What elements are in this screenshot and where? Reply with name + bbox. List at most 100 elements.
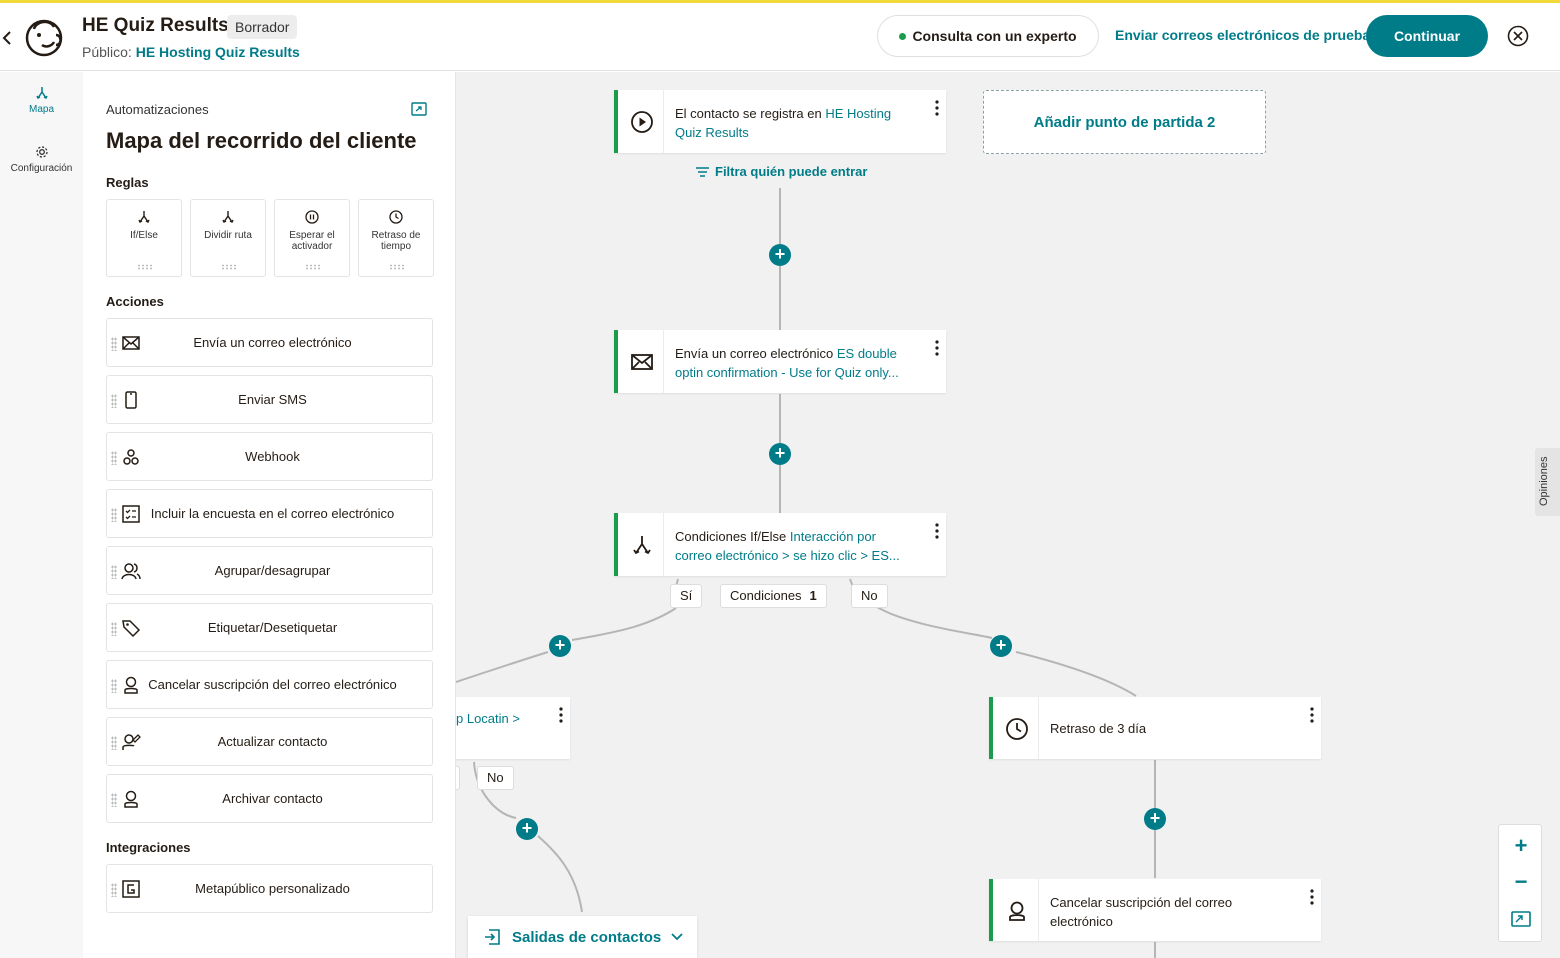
drag-handle-icon[interactable]	[111, 508, 117, 522]
expert-button[interactable]: Consulta con un experto	[877, 15, 1099, 57]
unsubscribe-card[interactable]: Cancelar suscripción del correo electrón…	[989, 879, 1321, 941]
rail-item-map[interactable]: Mapa	[0, 86, 83, 115]
action-label: Cancelar suscripción del correo electrón…	[148, 676, 397, 692]
drag-handle-icon[interactable]	[111, 394, 117, 408]
close-icon[interactable]	[1507, 25, 1529, 47]
condition-link[interactable]: p Locatin >	[456, 711, 520, 726]
rule-label: Retraso de tiempo	[371, 230, 421, 252]
ifelse-card[interactable]: Condiciones If/Else Interacción por corr…	[614, 513, 946, 576]
action-send-sms[interactable]: Enviar SMS	[106, 375, 433, 424]
rule-split-path[interactable]: Dividir ruta	[190, 199, 266, 277]
split-icon	[222, 211, 234, 223]
send-email-card[interactable]: Envía un correo electrónico ES double op…	[614, 330, 946, 393]
page-title: Mapa del recorrido del cliente	[106, 128, 417, 153]
filter-entry-link[interactable]: Filtra quién puede entrar	[696, 164, 867, 179]
drag-handle-icon[interactable]	[389, 264, 405, 270]
drag-handle-icon[interactable]	[111, 337, 117, 351]
nested-condition-card[interactable]: p Locatin >	[456, 697, 570, 759]
add-step-button[interactable]: +	[769, 443, 791, 465]
drag-handle-icon[interactable]	[221, 264, 237, 270]
rule-ifelse[interactable]: If/Else	[106, 199, 182, 277]
send-test-emails-link[interactable]: Enviar correos electrónicos de prueba	[1115, 27, 1371, 43]
action-archive-contact[interactable]: Archivar contacto	[106, 774, 433, 823]
condition-link[interactable]: Interacción por correo electrónico > se …	[675, 529, 900, 563]
rules-heading: Reglas	[106, 175, 149, 190]
action-tag[interactable]: Etiquetar/Desetiquetar	[106, 603, 433, 652]
mailchimp-logo-icon[interactable]	[22, 15, 66, 59]
add-step-button[interactable]: +	[769, 244, 791, 266]
conditions-label: Condiciones	[730, 588, 802, 603]
action-label: Envía un correo electrónico	[193, 334, 352, 350]
action-include-survey[interactable]: Incluir la encuesta en el correo electró…	[106, 489, 433, 538]
start-trigger-card[interactable]: El contacto se registra en HE Hosting Qu…	[614, 90, 946, 153]
rule-label: Esperar el activador	[289, 230, 335, 252]
integrations-heading: Integraciones	[106, 840, 191, 855]
card-text: El contacto se registra en HE Hosting Qu…	[675, 104, 916, 142]
add-step-button[interactable]: +	[516, 818, 538, 840]
action-group[interactable]: Agrupar/desagrupar	[106, 546, 433, 595]
more-options-icon[interactable]	[558, 707, 564, 723]
top-stripe	[0, 0, 1560, 3]
action-label: Archivar contacto	[222, 790, 323, 806]
drag-handle-icon[interactable]	[111, 622, 117, 636]
chevron-down-icon	[671, 933, 683, 941]
audience-label: Público:	[82, 44, 132, 60]
time-delay-card[interactable]: Retraso de 3 día	[989, 697, 1321, 759]
action-update-contact[interactable]: Actualizar contacto	[106, 717, 433, 766]
rule-wait-trigger[interactable]: Esperar el activador	[274, 199, 350, 277]
more-options-icon[interactable]	[1309, 707, 1315, 723]
drag-handle-icon[interactable]	[111, 565, 117, 579]
unsubscribe-icon	[1009, 901, 1025, 921]
collapse-panel-icon[interactable]	[411, 102, 427, 116]
unsubscribe-icon	[124, 676, 138, 694]
action-unsubscribe[interactable]: Cancelar suscripción del correo electrón…	[106, 660, 433, 709]
zoom-out-icon[interactable]: −	[1514, 869, 1528, 894]
audience-info: Público: HE Hosting Quiz Results	[82, 44, 300, 60]
filter-label: Filtra quién puede entrar	[715, 164, 868, 179]
tag-icon	[122, 620, 141, 638]
rail-item-settings[interactable]: Configuración	[0, 145, 83, 174]
breadcrumb[interactable]: Automatizaciones	[106, 102, 209, 117]
add-step-button[interactable]: +	[990, 635, 1012, 657]
zoom-in-icon[interactable]: +	[1514, 833, 1528, 858]
add-step-button[interactable]: +	[1144, 808, 1166, 830]
rule-time-delay[interactable]: Retraso de tiempo	[358, 199, 434, 277]
continue-button[interactable]: Continuar	[1366, 15, 1488, 57]
drag-handle-icon[interactable]	[137, 264, 153, 270]
card-separator	[1038, 697, 1039, 759]
audience-link[interactable]: HE Hosting Quiz Results	[675, 106, 892, 140]
journey-canvas[interactable]: El contacto se registra en HE Hosting Qu…	[456, 72, 1560, 958]
audience-link[interactable]: HE Hosting Quiz Results	[135, 44, 300, 60]
drag-handle-icon[interactable]	[111, 883, 117, 897]
feedback-tab[interactable]: Opiniones	[1535, 448, 1560, 516]
drag-handle-icon[interactable]	[111, 451, 117, 465]
fit-to-screen-icon[interactable]	[1511, 911, 1531, 927]
more-options-icon[interactable]	[934, 340, 940, 356]
drag-handle-icon[interactable]	[111, 736, 117, 750]
integration-meta-audience[interactable]: Metapúblico personalizado	[106, 864, 433, 913]
meta-audience-icon	[122, 880, 140, 898]
card-text: Condiciones If/Else Interacción por corr…	[675, 527, 916, 565]
back-arrow-icon[interactable]	[0, 28, 14, 48]
email-link[interactable]: ES double optin confirmation - Use for Q…	[675, 346, 899, 380]
drag-handle-icon[interactable]	[111, 679, 117, 693]
add-start-point-button[interactable]: Añadir punto de partida 2	[983, 90, 1266, 154]
more-options-icon[interactable]	[934, 523, 940, 539]
contact-exits-button[interactable]: Salidas de contactos	[468, 916, 697, 958]
edit-contact-icon	[122, 734, 141, 750]
rule-label: Dividir ruta	[204, 230, 252, 241]
action-webhook[interactable]: Webhook	[106, 432, 433, 481]
webhook-icon	[123, 449, 139, 465]
more-options-icon[interactable]	[1309, 889, 1315, 905]
branch-icon	[633, 536, 651, 555]
contact-exits-label: Salidas de contactos	[512, 928, 662, 946]
add-step-button[interactable]: +	[549, 635, 571, 657]
more-options-icon[interactable]	[934, 100, 940, 116]
drag-handle-icon[interactable]	[111, 793, 117, 807]
branch-icon	[138, 211, 150, 223]
card-text: Cancelar suscripción del correo electrón…	[1050, 895, 1233, 929]
drag-handle-icon[interactable]	[305, 264, 321, 270]
action-send-email[interactable]: Envía un correo electrónico	[106, 318, 433, 367]
action-label: Enviar SMS	[238, 391, 307, 407]
